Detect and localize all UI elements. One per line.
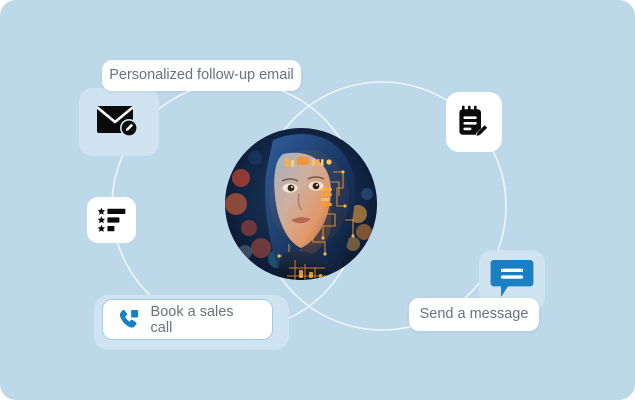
phone-call-icon xyxy=(119,309,139,328)
star-list-icon xyxy=(97,207,126,232)
ai-assistant-portrait xyxy=(225,128,377,280)
notepad-pencil-icon xyxy=(459,105,489,139)
envelope-edit-icon xyxy=(96,106,138,137)
book-sales-call-button[interactable]: Book a sales call xyxy=(102,299,273,340)
label-send-message: Send a message xyxy=(409,298,539,331)
label-text: Send a message xyxy=(419,306,529,323)
sales-call-button-label: Book a sales call xyxy=(150,303,234,336)
label-personalized-email: Personalized follow-up email xyxy=(102,60,301,91)
node-card-list[interactable] xyxy=(87,197,136,243)
speech-bubble-icon xyxy=(490,260,534,297)
node-card-note[interactable] xyxy=(446,92,502,152)
label-text: Personalized follow-up email xyxy=(109,67,294,84)
node-card-email[interactable] xyxy=(79,88,159,156)
